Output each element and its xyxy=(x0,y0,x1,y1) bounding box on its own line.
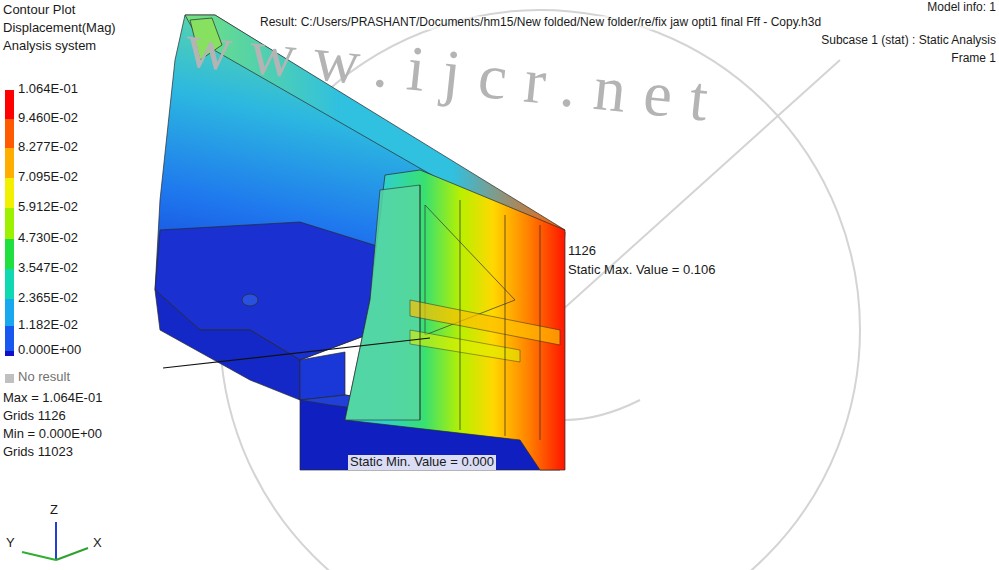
legend-value: 9.460E-02 xyxy=(18,111,78,126)
model-info: Model info: 1 xyxy=(927,1,996,15)
legend-swatch xyxy=(5,299,14,326)
legend-swatch xyxy=(5,269,14,299)
min-callout: Static Min. Value = 0.000 xyxy=(348,455,496,470)
legend-swatch xyxy=(5,178,14,208)
frame-info: Frame 1 xyxy=(951,52,996,66)
max-value: Max = 1.064E-01 xyxy=(3,391,102,406)
legend-value: 8.277E-02 xyxy=(18,140,78,155)
legend-swatch xyxy=(5,239,14,269)
axis-label: X xyxy=(93,536,102,551)
max-node-id: 1126 xyxy=(568,244,596,259)
legend-value: 3.547E-02 xyxy=(18,261,78,276)
legend-swatch xyxy=(5,148,14,178)
axis-triad xyxy=(22,522,88,560)
legend-swatch xyxy=(5,326,14,351)
legend-value: 1.064E-01 xyxy=(18,82,78,97)
min-value: Min = 0.000E+00 xyxy=(3,427,102,442)
axis-label: Z xyxy=(50,503,58,518)
legend-swatch xyxy=(5,90,14,119)
system-name: Analysis system xyxy=(3,39,96,54)
legend-value: 2.365E-02 xyxy=(18,291,78,306)
min-grid: Grids 11023 xyxy=(3,445,73,460)
legend-swatch xyxy=(5,351,14,356)
plot-title: Contour Plot xyxy=(3,3,75,18)
max-grid: Grids 1126 xyxy=(3,409,66,424)
axis-label: Y xyxy=(6,536,15,551)
legend-value: 7.095E-02 xyxy=(18,170,78,185)
legend-value: No result xyxy=(18,370,70,385)
legend-value: 1.182E-02 xyxy=(18,318,78,333)
legend-swatch xyxy=(5,208,14,239)
legend-value: 5.912E-02 xyxy=(18,200,78,215)
legend-value: 4.730E-02 xyxy=(18,231,78,246)
max-callout: Static Max. Value = 0.106 xyxy=(568,263,716,278)
subcase-info: Subcase 1 (stat) : Static Analysis xyxy=(821,34,996,48)
result-type: Displacement(Mag) xyxy=(3,21,116,36)
legend-swatch xyxy=(5,119,14,148)
legend-swatch xyxy=(5,374,14,383)
legend-value: 0.000E+00 xyxy=(18,343,81,358)
